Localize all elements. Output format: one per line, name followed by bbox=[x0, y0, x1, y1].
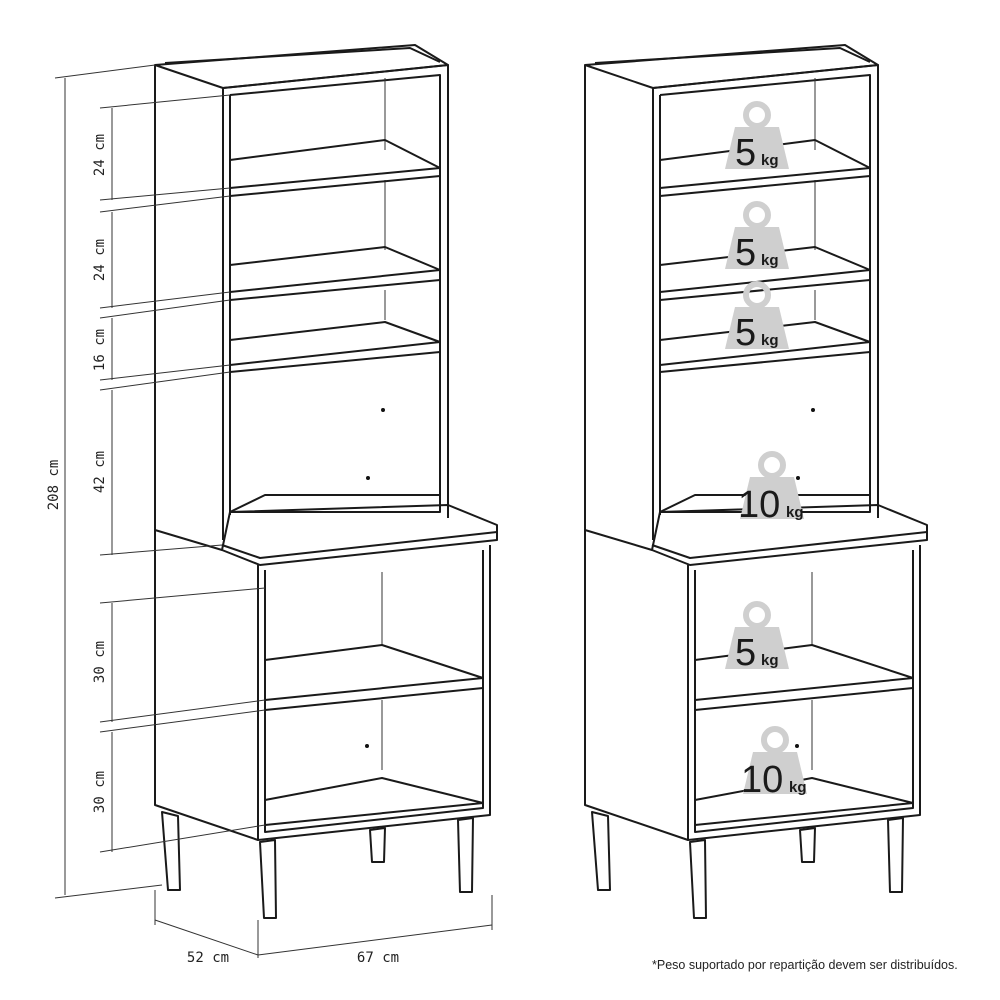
depth-label: 52 cm bbox=[187, 950, 229, 966]
svg-text:5: 5 bbox=[735, 312, 756, 354]
width-label: 67 cm bbox=[357, 950, 399, 966]
shelf-2-height-label: 24 cm bbox=[92, 239, 108, 281]
lower-2-height-label: 30 cm bbox=[92, 771, 108, 813]
dimension-lines bbox=[54, 64, 493, 958]
svg-text:5: 5 bbox=[735, 232, 756, 274]
svg-text:5: 5 bbox=[735, 132, 756, 174]
weight-icon: 10 kg bbox=[741, 729, 807, 801]
weight-icon: 5 kg bbox=[725, 104, 789, 174]
shelf-3-height-label: 16 cm bbox=[92, 329, 108, 371]
niche-height-label: 42 cm bbox=[92, 451, 108, 493]
svg-text:5: 5 bbox=[735, 632, 756, 674]
svg-text:kg: kg bbox=[761, 332, 779, 349]
svg-text:10: 10 bbox=[741, 759, 783, 801]
svg-text:10: 10 bbox=[738, 484, 780, 526]
weight-icon: 5 kg bbox=[725, 604, 789, 674]
lower-1-height-label: 30 cm bbox=[92, 641, 108, 683]
weight-icon: 10 kg bbox=[738, 454, 804, 526]
weight-icon: 5 kg bbox=[725, 204, 789, 274]
total-height-label: 208 cm bbox=[46, 460, 62, 511]
svg-text:kg: kg bbox=[786, 504, 804, 521]
svg-text:kg: kg bbox=[761, 152, 779, 169]
svg-text:kg: kg bbox=[761, 252, 779, 269]
weight-icon: 5 kg bbox=[725, 284, 789, 354]
cabinet-dimensions-view bbox=[154, 44, 498, 919]
shelf-1-height-label: 24 cm bbox=[92, 134, 108, 176]
svg-text:kg: kg bbox=[761, 652, 779, 669]
svg-text:kg: kg bbox=[789, 779, 807, 796]
footnote: *Peso suportado por repartição devem ser… bbox=[652, 958, 958, 972]
